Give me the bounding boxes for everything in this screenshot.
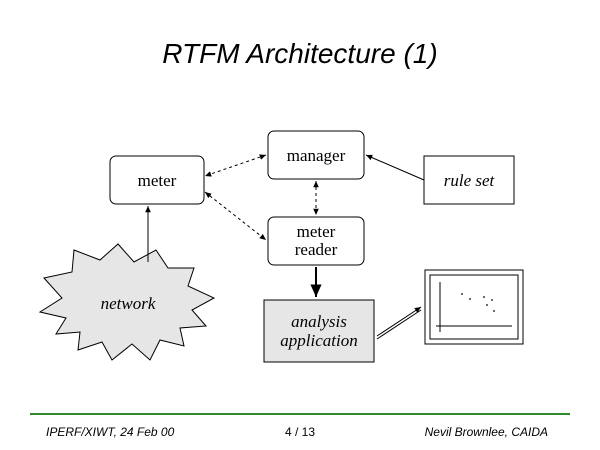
analysis-label-line2: application bbox=[280, 331, 357, 350]
rule-set-to-manager-arrow bbox=[365, 154, 425, 181]
meter-box bbox=[109, 155, 205, 205]
analysis-to-display-arrow-a bbox=[376, 306, 422, 337]
rule-set-label: rule set bbox=[444, 171, 496, 190]
slide-title: RTFM Architecture (1) bbox=[162, 38, 438, 69]
analysis-label-line1: analysis bbox=[291, 312, 347, 331]
architecture-diagram: network meter manager rule set meter rea… bbox=[38, 130, 524, 363]
footer-event: IPERF/XIWT, 24 Feb 00 bbox=[46, 425, 175, 439]
network-cloud bbox=[38, 243, 216, 361]
analysis-application-box bbox=[263, 299, 375, 363]
footer-divider bbox=[30, 413, 570, 415]
meter-reader-box bbox=[267, 216, 365, 266]
footer-page-number: 4 / 13 bbox=[284, 425, 316, 439]
meter-reader-link bbox=[204, 191, 267, 241]
rule-set-box bbox=[423, 155, 515, 205]
meter-label: meter bbox=[138, 171, 177, 190]
manager-meter-link bbox=[204, 154, 267, 177]
meter-reader-label-line1: meter bbox=[297, 222, 336, 241]
network-label: network bbox=[101, 294, 156, 313]
manager-box bbox=[267, 130, 365, 180]
analysis-to-display-arrow-b bbox=[376, 309, 422, 340]
manager-label: manager bbox=[287, 146, 346, 165]
footer-author: Nevil Brownlee, CAIDA bbox=[424, 425, 548, 439]
meter-reader-label-line2: reader bbox=[295, 240, 338, 259]
plot-display-icon bbox=[424, 269, 524, 345]
